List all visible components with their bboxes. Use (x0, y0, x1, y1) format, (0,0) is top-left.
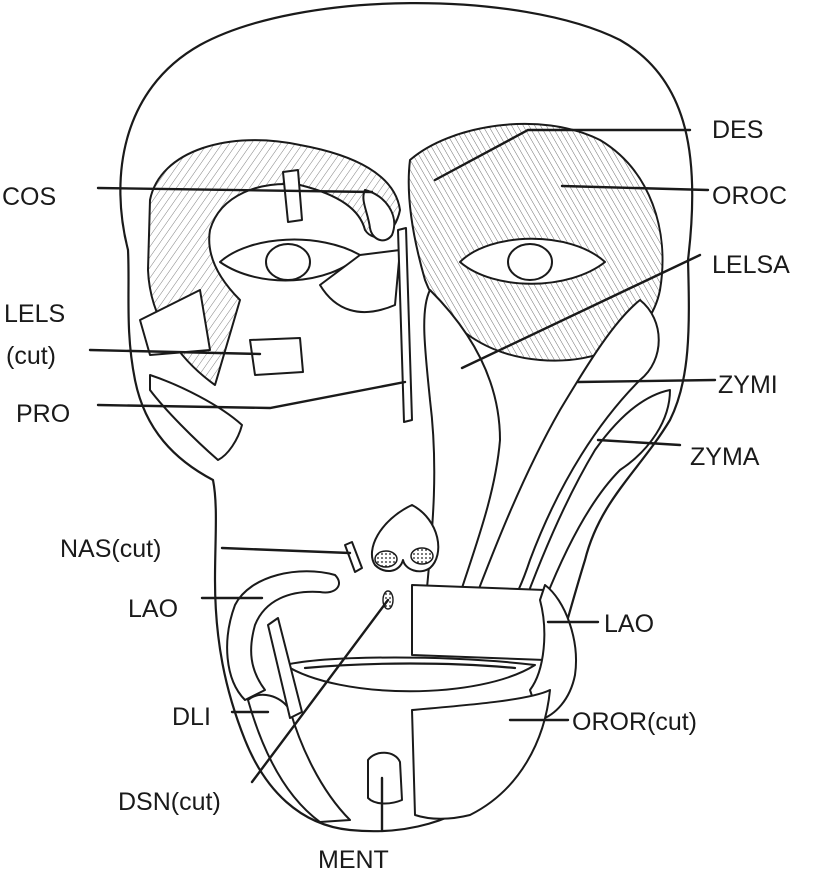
label-pro: PRO (16, 400, 70, 428)
label-lao-left: LAO (128, 595, 178, 623)
label-cos: COS (2, 183, 56, 211)
left-cheek-fragment (139, 289, 211, 356)
cos-hook (362, 189, 396, 242)
label-lels-line2: (cut) (6, 342, 56, 370)
nasalis-cut (344, 541, 363, 573)
left-nostril (374, 550, 398, 568)
leader-pro (96, 380, 407, 410)
leader-oroc (560, 184, 710, 192)
leader-lels (88, 348, 262, 356)
orbicularis-oris-lower-cut (411, 689, 551, 820)
leader-lelsa (460, 253, 702, 370)
leader-cos (96, 186, 374, 194)
leader-nas (220, 546, 352, 555)
right-eye (507, 243, 553, 281)
mentalis (367, 751, 403, 805)
leader-dsn (250, 598, 390, 784)
leader-lines (88, 128, 717, 832)
label-nas-cut: NAS(cut) (60, 535, 161, 563)
leader-zyma (596, 438, 682, 447)
label-zyma: ZYMA (690, 443, 760, 471)
label-dli: DLI (172, 703, 211, 731)
cos-strip (282, 169, 303, 223)
left-eyelid-strip (319, 249, 401, 314)
mouth-inner (303, 662, 517, 670)
label-des: DES (712, 116, 763, 144)
lower-lip-strip (267, 617, 303, 719)
label-ment: MENT (318, 846, 389, 874)
label-zymi: ZYMI (718, 371, 778, 399)
labels: DES COS OROC LELSA LELS (cut) ZYMI PRO Z… (2, 116, 790, 874)
right-nostril (410, 547, 434, 565)
label-lao-right: LAO (604, 610, 654, 638)
levator-anguli-oris-left (226, 570, 340, 701)
orbicularis-oris-upper (411, 584, 558, 661)
procerus-strip (397, 227, 413, 423)
left-orbital-fibers (148, 140, 400, 385)
head-outline (119, 2, 694, 833)
label-lels-line1: LELS (4, 300, 65, 328)
label-oror-cut: OROR(cut) (572, 708, 697, 736)
label-dsn-cut: DSN(cut) (118, 788, 221, 816)
depressor-labii-inferioris (247, 693, 351, 823)
leader-des (433, 128, 692, 182)
label-oroc: OROC (712, 182, 787, 210)
lels-cut-patch (249, 337, 304, 376)
leader-zymi (576, 378, 717, 384)
levator-anguli-oris-right (529, 584, 577, 721)
pro-muscle (149, 374, 243, 461)
left-eye (265, 243, 311, 281)
label-lelsa: LELSA (712, 251, 790, 279)
